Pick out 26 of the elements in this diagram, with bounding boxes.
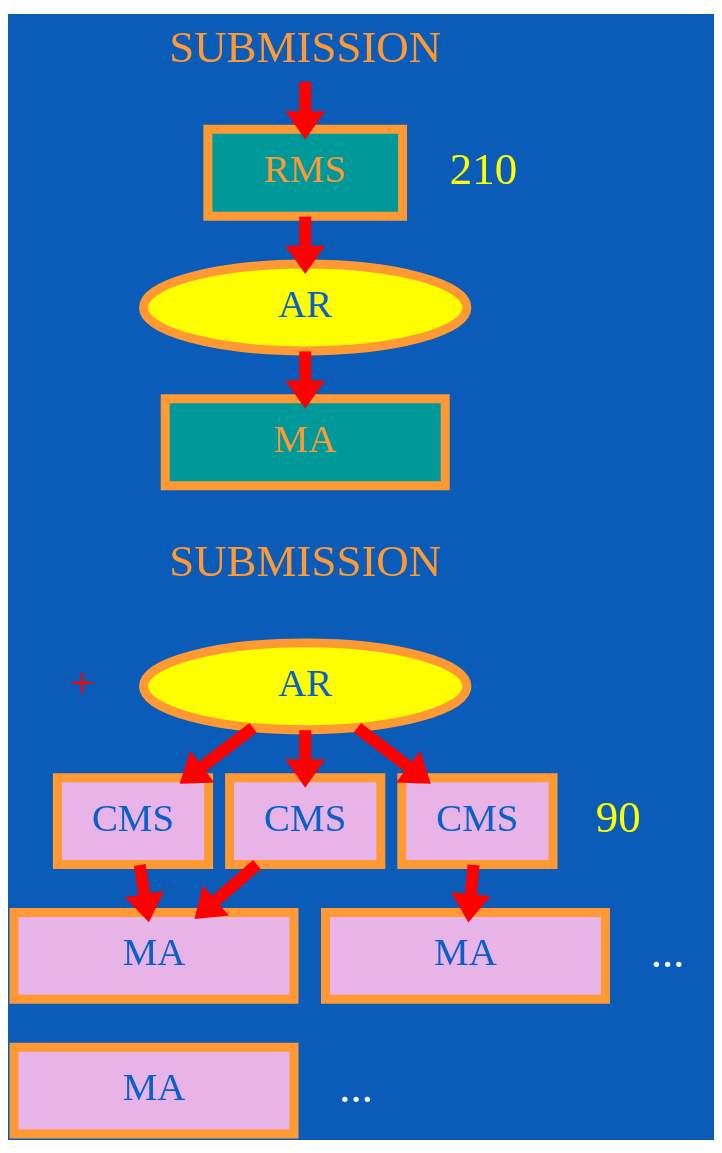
node-text: SUBMISSION [169,21,442,72]
node-ellipse: AR [139,637,472,734]
arrow [285,216,326,274]
arrow [353,722,431,784]
arrow [194,859,261,919]
label: ... [339,1061,373,1112]
node-box: CMS [52,772,214,869]
node-box: CMS [397,772,558,869]
node-box: MA [9,907,299,1004]
arrow [285,81,326,140]
label: 210 [449,143,518,194]
arrow [451,863,491,922]
node-box: MA [9,1042,299,1138]
arrow [285,350,326,409]
arrow [285,729,326,788]
label: + [69,657,95,708]
arrow [124,863,165,922]
arrow [179,722,257,784]
label: 90 [595,791,641,842]
label: SUBMISSION [169,535,442,585]
node-box: RMS [203,124,408,221]
label: ... [650,926,685,977]
node-ellipse: AR [139,259,472,355]
node-box: MA [320,907,610,1004]
node-box: CMS [225,772,386,869]
node-box: MA [160,393,450,490]
